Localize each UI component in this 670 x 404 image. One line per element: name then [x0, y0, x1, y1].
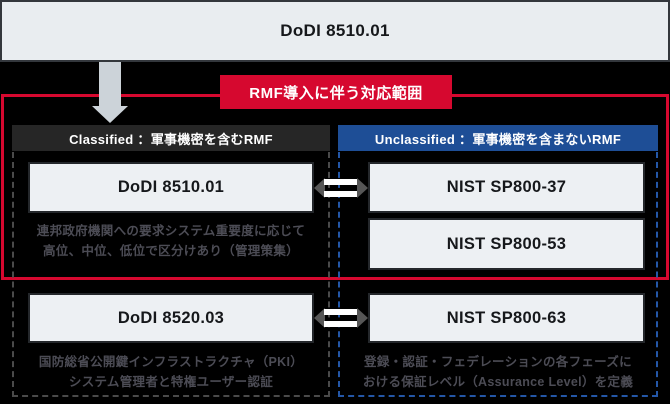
unclassified-lower-note-line2: おける保証レベル（Assurance Level）を定義 — [362, 375, 634, 389]
classified-column-outline — [12, 152, 330, 397]
node-dodi-8520-label: DoDI 8520.03 — [117, 308, 225, 327]
node-dodi-8510-label: DoDI 8510.01 — [117, 178, 225, 196]
top-box-label: DoDI 8510.01 — [280, 21, 390, 40]
down-arrow-shaft — [99, 62, 121, 107]
classified-header-label: Classified ：軍事機密を含むRMF — [69, 131, 273, 147]
unclassified-lower-note-line1: 登録・認証・フェデレーションの各フェーズに — [364, 355, 632, 369]
equals-bar — [324, 309, 358, 315]
unclassified-header: Unclassified ：軍事機密を含まないRMF — [338, 125, 658, 151]
classified-upper-note-line2: 高位、中位、低位で区分けあり（管理策集） — [42, 244, 299, 258]
rmf-scope-banner: RMF導入に伴う対応範囲 — [220, 75, 452, 109]
rmf-scope-banner-label: RMF導入に伴う対応範囲 — [249, 84, 423, 102]
unclassified-column-outline — [338, 152, 658, 397]
arrowhead-left-icon — [314, 178, 325, 198]
node-nist-sp800-63-label: NIST SP800-63 — [446, 308, 567, 327]
classified-upper-note-line1: 連邦政府機関への要求システム重要度に応じて — [36, 224, 306, 238]
unclassified-lower-note: 登録・認証・フェデレーションの各フェーズに おける保証レベル（Assurance… — [338, 352, 658, 392]
top-box-dodi-8510: DoDI 8510.01 — [0, 0, 670, 62]
node-nist-sp800-63: NIST SP800-63 — [368, 293, 645, 343]
equals-bar — [324, 179, 358, 185]
classified-upper-note: 連邦政府機関への要求システム重要度に応じて 高位、中位、低位で区分けあり（管理策… — [12, 221, 330, 261]
node-dodi-8510: DoDI 8510.01 — [28, 162, 314, 213]
classified-lower-note-line1: 国防総省公開鍵インフラストラクチャ（PKI） — [38, 355, 304, 369]
node-dodi-8520: DoDI 8520.03 — [28, 293, 314, 343]
node-nist-sp800-37: NIST SP800-37 — [368, 162, 645, 213]
classified-lower-note-line2: システム管理者と特権ユーザー認証 — [68, 375, 274, 389]
node-nist-sp800-37-label: NIST SP800-37 — [446, 178, 567, 196]
arrowhead-right-icon — [357, 178, 368, 198]
node-nist-sp800-53-label: NIST SP800-53 — [446, 234, 567, 253]
equals-bar — [324, 321, 358, 327]
equals-bar — [324, 191, 358, 197]
node-nist-sp800-53: NIST SP800-53 — [368, 218, 645, 270]
unclassified-header-label: Unclassified ：軍事機密を含まないRMF — [374, 131, 622, 147]
equals-arrow-icon-lower — [314, 307, 368, 329]
arrowhead-right-icon — [357, 308, 368, 328]
arrowhead-left-icon — [314, 308, 325, 328]
equals-arrow-icon-upper — [314, 177, 368, 199]
classified-header: Classified ：軍事機密を含むRMF — [12, 125, 330, 151]
classified-lower-note: 国防総省公開鍵インフラストラクチャ（PKI） システム管理者と特権ユーザー認証 — [12, 352, 330, 392]
down-arrow-head — [92, 106, 128, 123]
